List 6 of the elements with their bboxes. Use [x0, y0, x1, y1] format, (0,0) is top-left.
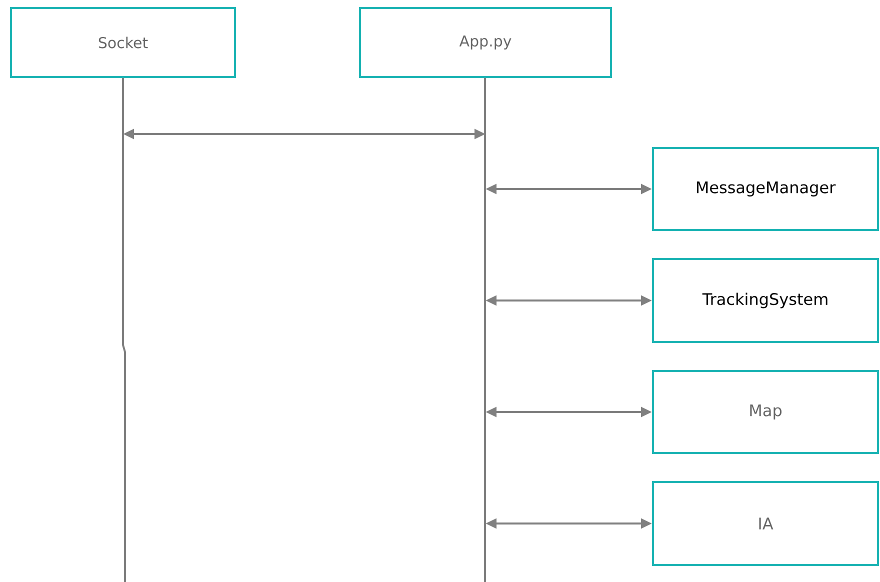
component-box: TrackingSystem — [652, 258, 879, 343]
component-box: MessageManager — [652, 147, 879, 231]
component-box: Map — [652, 370, 879, 454]
component-box: IA — [652, 481, 879, 566]
lifeline-box: Socket — [10, 7, 236, 78]
lifeline-box: App.py — [359, 7, 612, 78]
